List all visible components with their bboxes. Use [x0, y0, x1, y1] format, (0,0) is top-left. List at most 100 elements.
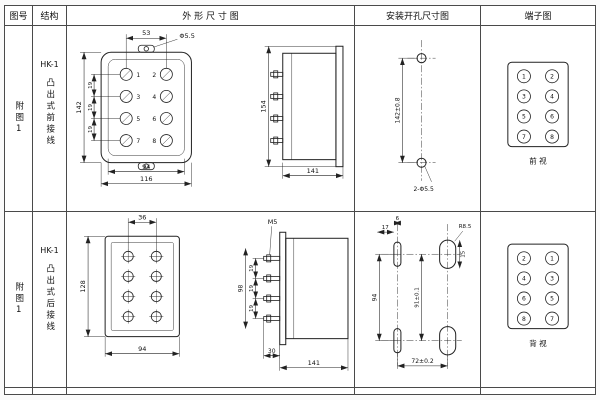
dim-19-label: 19	[88, 103, 94, 110]
dim-19-label: 19	[249, 284, 255, 291]
side-studs	[263, 254, 281, 323]
row2-mounting-drawing: 17 6 15 R8.5 94 91±0.1 72±0.2	[355, 212, 481, 388]
bottom-strip-cell	[355, 388, 481, 394]
terminal-number: 3	[136, 94, 140, 101]
terminal-number: 1	[550, 255, 554, 262]
terminal-number: 2	[550, 73, 554, 80]
front-view: 1 2 3 4 5 6 7 8	[100, 44, 192, 171]
header-outline-dims: 外 形 尺 寸 图	[67, 6, 355, 26]
row1-mounting-drawing: 142±0.8 2-Φ5.5	[355, 26, 481, 212]
row2-outline-drawing: 36 128 94	[67, 212, 355, 388]
bottom-strip-cell	[5, 388, 33, 394]
terminal-back-view-svg: 2 1 4 3 6 5 8 7 背 视	[507, 243, 569, 348]
dim-19-label: 19	[88, 126, 94, 133]
terminal-circle-numbers: 2 1 4 3 6 5 8 7	[522, 255, 554, 322]
header-structure: 结构	[33, 6, 67, 26]
dim-141-label: 141	[308, 359, 320, 367]
mounting-rear-wiring-svg: 17 6 15 R8.5 94 91±0.1 72±0.2	[371, 216, 472, 369]
mounting-front-wiring-svg: 142±0.8 2-Φ5.5	[394, 40, 436, 193]
mounting-slots	[393, 239, 457, 356]
view-caption: 前 视	[529, 156, 547, 166]
dim-154-label: 154	[260, 100, 268, 112]
terminal-number: 4	[522, 276, 526, 283]
dim-72-label: 72±0.2	[411, 358, 433, 365]
dim-m5-label: M5	[268, 218, 278, 226]
dim-98-label: 98	[238, 284, 245, 292]
row2-structure: HK-1 凸出式后接线	[33, 212, 67, 388]
mounting-dimensions: 17 6 15 R8.5 94 91±0.1 72±0.2	[371, 216, 472, 369]
front-view	[104, 235, 180, 338]
terminal-screws	[119, 67, 173, 147]
terminal-number: 6	[152, 116, 156, 123]
terminal-number: 5	[522, 114, 526, 121]
terminal-numbers: 1 2 3 4 5 6 7 8	[136, 72, 156, 145]
view-caption: 背 视	[529, 338, 547, 348]
outline-rear-wiring-svg: 36 128 94	[79, 214, 349, 371]
bottom-strip-cell	[481, 388, 595, 394]
dim-radius-label: R8.5	[459, 224, 472, 230]
hole-callout-label: 2-Φ5.5	[413, 186, 433, 193]
dim-6-label: 6	[396, 216, 400, 222]
bottom-strip-cell	[67, 388, 355, 394]
row1-structure: HK-1 凸出式前接线	[33, 26, 67, 212]
terminal-number: 8	[152, 138, 156, 145]
dim-30-label: 30	[268, 348, 276, 355]
front-view-dimensions: 53 Φ5.5 142 19 19 19 94	[75, 29, 195, 187]
dim-94-label: 94	[371, 293, 378, 301]
dim-53-label: 53	[142, 29, 150, 37]
row2-figure-no: 附图1	[5, 212, 33, 388]
row1-terminal-drawing: 1 2 3 4 5 6 7 8 前 视	[481, 26, 595, 212]
side-view-dimensions: M5 19 19 19 98 30	[238, 218, 349, 371]
row1-type-label: 凸出式前接线	[44, 78, 55, 147]
dim-36-label: 36	[138, 214, 146, 222]
dim-17-label: 17	[382, 225, 390, 231]
terminal-number: 6	[522, 296, 526, 303]
terminal-number: 2	[152, 72, 156, 79]
dim-19-label: 19	[88, 81, 94, 88]
bottom-strip-cell	[33, 388, 67, 394]
side-view	[270, 45, 344, 168]
terminal-number: 7	[136, 138, 140, 145]
terminal-number: 1	[136, 72, 140, 79]
dim-128-label: 128	[79, 280, 87, 292]
terminal-number: 7	[550, 316, 554, 323]
terminal-number: 7	[522, 134, 526, 141]
side-view-dimensions: 154 141	[260, 46, 344, 179]
header-figure-no: 图号	[5, 6, 33, 26]
dim-19-label: 19	[249, 264, 255, 271]
dim-116-label: 116	[140, 175, 152, 183]
terminal-number: 3	[522, 94, 526, 101]
terminal-number: 8	[522, 316, 526, 323]
dim-19-label: 19	[249, 305, 255, 312]
dim-hole-label: Φ5.5	[179, 32, 195, 40]
row1-figure-no: 附图1	[5, 26, 33, 212]
terminal-number: 3	[550, 276, 554, 283]
dim-94-label: 94	[142, 163, 150, 171]
row2-model-label: HK-1	[40, 246, 59, 255]
dim-hole-spacing-label: 142±0.8	[394, 97, 401, 123]
row1-model-label: HK-1	[40, 60, 59, 69]
terminal-front-view-svg: 1 2 3 4 5 6 7 8 前 视	[507, 61, 569, 166]
terminal-number: 4	[550, 94, 554, 101]
row2-type-label: 凸出式后接线	[44, 264, 55, 333]
dim-91-label: 91±0.1	[415, 287, 421, 307]
terminal-number: 2	[522, 255, 526, 262]
dim-94-label: 94	[138, 345, 146, 353]
row1-outline-drawing: 1 2 3 4 5 6 7 8 53 Φ5.5	[67, 26, 355, 212]
dim-15-label: 15	[460, 250, 466, 258]
header-terminal-diagram: 端子图	[481, 6, 595, 26]
dim-141-label: 141	[307, 167, 319, 175]
spec-sheet: 图号 结构 外 形 尺 寸 图 安装开孔尺寸图 端子图 附图1 HK-1 凸出式…	[4, 5, 596, 395]
terminal-circles	[516, 251, 560, 326]
outline-front-wiring-svg: 1 2 3 4 5 6 7 8 53 Φ5.5	[75, 29, 344, 187]
side-view	[263, 231, 349, 346]
side-studs	[270, 70, 284, 145]
terminal-number: 5	[136, 116, 140, 123]
row2-figure-label: 附图1	[13, 281, 24, 318]
front-view-dimensions: 36 128 94	[79, 214, 180, 357]
terminal-circles	[516, 69, 560, 144]
row2-terminal-drawing: 2 1 4 3 6 5 8 7 背 视	[481, 212, 595, 388]
row1-figure-label: 附图1	[13, 100, 24, 137]
dim-142-label: 142	[75, 101, 83, 113]
terminal-number: 5	[550, 296, 554, 303]
